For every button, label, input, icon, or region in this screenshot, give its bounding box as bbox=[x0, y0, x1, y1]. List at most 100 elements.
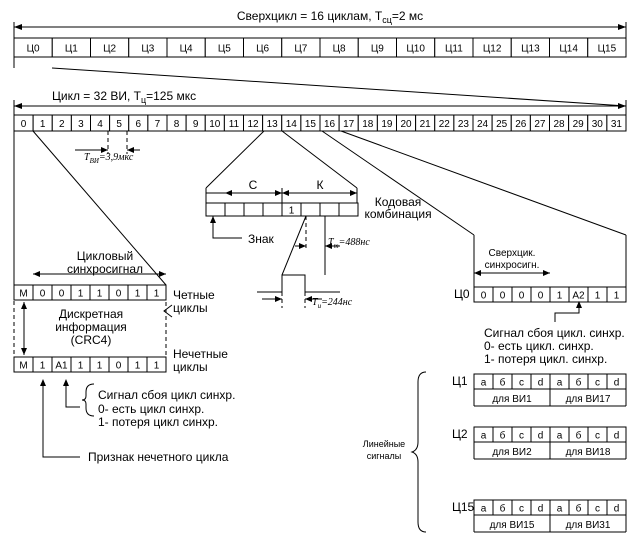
frame-slot-cell-6: 6 bbox=[128, 114, 149, 132]
frame-span-arrow-right bbox=[618, 103, 626, 109]
superframe-cell-12: Ц12 bbox=[472, 37, 512, 58]
frame-slot-cell-10: 10 bbox=[204, 114, 225, 132]
frame-slot-cell-15: 15 bbox=[300, 114, 321, 132]
even-frame-bit-text: 0 bbox=[116, 289, 122, 300]
codeword-c-label: С bbox=[249, 178, 258, 192]
frame-slot-cell-text: 31 bbox=[611, 119, 623, 130]
multiframe-sync-bit-text: 0 bbox=[538, 291, 544, 302]
frame-slot-cell-text: 2 bbox=[59, 119, 65, 130]
frame-slot-cell-text: 7 bbox=[155, 119, 161, 130]
frame-slot-cell-box bbox=[606, 114, 627, 132]
superframe-cell-text: Ц15 bbox=[598, 44, 617, 55]
odd-frame-bit-2: A1 bbox=[51, 356, 72, 373]
frame-slot-cell-25: 25 bbox=[491, 114, 512, 132]
line-signal-bit-3: d bbox=[530, 373, 551, 390]
line-signal-bit-text: б bbox=[500, 377, 506, 389]
line-signal-bit-box bbox=[606, 426, 627, 443]
codeword-k-arrow-right bbox=[350, 190, 357, 196]
frame-slot-cell-26: 26 bbox=[510, 114, 531, 132]
odd-frame-bit-text: M bbox=[19, 361, 27, 372]
line-signal-bit-text: d bbox=[538, 431, 544, 442]
pulse-period-label: Tи=244нс bbox=[312, 297, 353, 310]
frame-slot-cell-text: 10 bbox=[209, 119, 221, 130]
a1-arrow-head bbox=[63, 379, 69, 386]
line-signal-bit-4: a bbox=[549, 373, 570, 390]
line-signal-bit-7: d bbox=[606, 499, 627, 516]
frame-slot-cell-11: 11 bbox=[223, 114, 244, 132]
line-signal-bit-1: б bbox=[492, 373, 513, 390]
superframe-cell-1: Ц1 bbox=[51, 37, 91, 58]
frame-slot-cell-13: 13 bbox=[262, 114, 283, 132]
line-signal-bit-text: б bbox=[500, 430, 506, 442]
multiframe-sync-title-line1: Сверхцик. bbox=[489, 248, 536, 259]
frame-slot-cell-17: 17 bbox=[338, 114, 359, 132]
codeword-c-arrow-left bbox=[225, 190, 232, 196]
frame-slot-cell-0: 0 bbox=[13, 114, 34, 132]
even-frame-bit-text: 0 bbox=[59, 289, 65, 300]
frame-slot-cell-text: 18 bbox=[362, 119, 374, 130]
line-signals-label-line1: Линейные bbox=[363, 439, 405, 449]
superframe-cell-text: Ц3 bbox=[141, 44, 154, 55]
frame-slot-cell-text: 6 bbox=[136, 119, 142, 130]
line-signal-bit-text: c bbox=[595, 431, 600, 442]
frame-slot-cell-24: 24 bbox=[472, 114, 493, 132]
superframe-cell-7: Ц7 bbox=[281, 37, 321, 58]
line-signal-bit-text: a bbox=[557, 431, 563, 442]
frame-slot-cell-text: 9 bbox=[193, 119, 199, 130]
line-signal-frame-label: Ц2 bbox=[452, 427, 468, 441]
frame-slot-cell-text: 23 bbox=[458, 119, 470, 130]
frame-slot-cell-text: 22 bbox=[439, 119, 451, 130]
multiframe-sync-bit-2: 0 bbox=[511, 286, 532, 303]
frame-slot-cell-9: 9 bbox=[185, 114, 206, 132]
frame-slot-cell-29: 29 bbox=[568, 114, 589, 132]
multiframe-sync-bit-5: A2 bbox=[568, 286, 589, 303]
frame-slot-cell-text: 15 bbox=[305, 119, 317, 130]
line-signal-bit-text: a bbox=[481, 378, 487, 389]
superframe-cell-text: Ц1 bbox=[65, 44, 78, 55]
codeword-bit-2 bbox=[243, 202, 264, 217]
line-signal-bit-text: б bbox=[576, 503, 582, 515]
frame-slot-cell-22: 22 bbox=[434, 114, 455, 132]
superframe-cell-3: Ц3 bbox=[128, 37, 168, 58]
even-frames-label-line1: Четные bbox=[173, 288, 215, 302]
superframe-cell-text: Ц9 bbox=[371, 44, 384, 55]
odd-frames-label-line2: циклы bbox=[173, 360, 208, 374]
superframe-cell-0: Ц0 bbox=[13, 37, 53, 58]
mf-alarm-line3: 1- потеря цикл. синхр. bbox=[484, 352, 607, 366]
line-signal-bit-5: б bbox=[568, 499, 589, 516]
line-signal-bit-box bbox=[606, 499, 627, 516]
even-frame-bit-text: M bbox=[19, 289, 27, 300]
line-signal-bit-7: d bbox=[606, 373, 627, 390]
frame-slot-cell-text: 30 bbox=[592, 119, 604, 130]
even-frame-bit-2: 0 bbox=[51, 284, 72, 301]
line-signals-label-line2: сигналы bbox=[367, 451, 402, 461]
superframe-cell-5: Ц5 bbox=[204, 37, 244, 58]
even-frame-bit-text: 1 bbox=[78, 289, 84, 300]
multiframe-sync-bit-1: 0 bbox=[492, 286, 513, 303]
frame-sync-arrow-right bbox=[159, 271, 166, 277]
superframe-cell-14: Ц14 bbox=[549, 37, 589, 58]
frame-slot-cell-7: 7 bbox=[147, 114, 168, 132]
frame-slot-cell-text: 20 bbox=[401, 119, 413, 130]
sign-label: Знак bbox=[248, 232, 275, 246]
even-frame-bit-text: 0 bbox=[40, 289, 46, 300]
frame-slot-cell-text: 19 bbox=[381, 119, 393, 130]
info-line1: Дискретная bbox=[59, 307, 123, 321]
ts16-zoom-line-left bbox=[321, 130, 475, 236]
odd-frame-bit-box bbox=[146, 356, 167, 373]
frame-slot-cell-2: 2 bbox=[51, 114, 72, 132]
frame-slot-cell-text: 14 bbox=[286, 119, 298, 130]
odd-frame-bit-7: 1 bbox=[146, 356, 167, 373]
line-signal-bit-7: d bbox=[606, 426, 627, 443]
superframe-cell-box bbox=[587, 37, 627, 58]
even-frame-bit-3: 1 bbox=[70, 284, 91, 301]
frame-slot-cell-12: 12 bbox=[243, 114, 264, 132]
line-signal-right-label: для ВИ31 bbox=[566, 520, 611, 531]
frame-slot-cell-23: 23 bbox=[453, 114, 474, 132]
frame-slot-cell-4: 4 bbox=[90, 114, 111, 132]
codeword-k-arrow-left bbox=[282, 190, 289, 196]
